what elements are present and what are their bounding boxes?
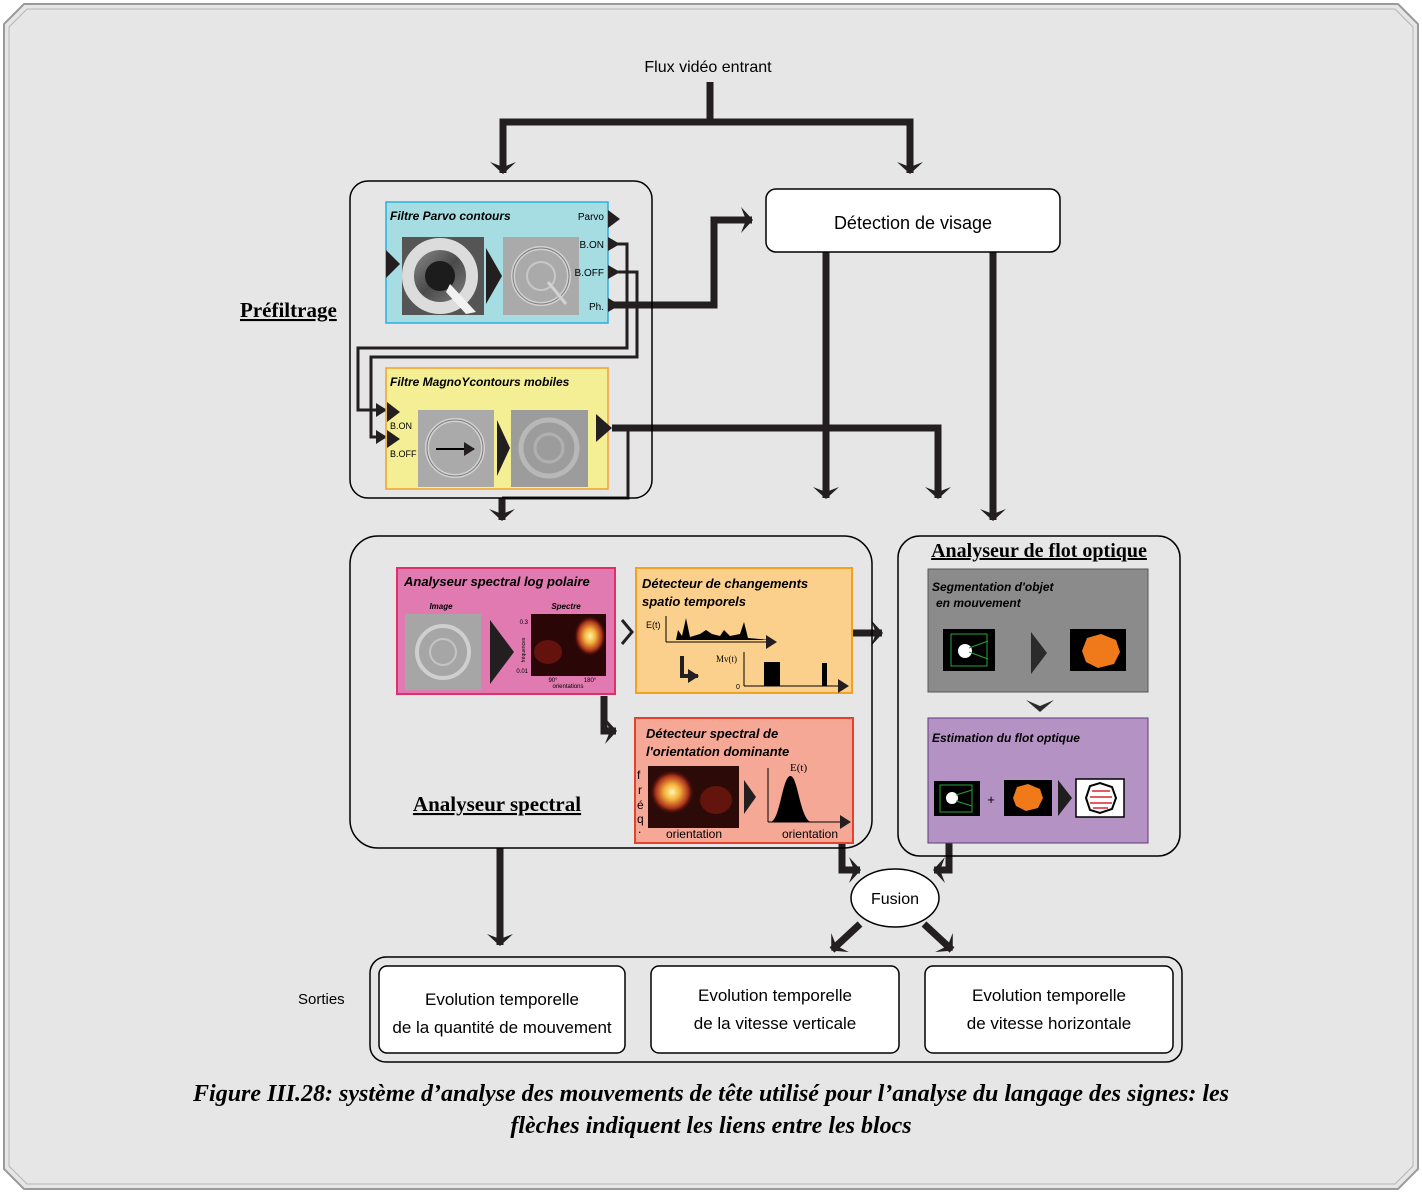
changes-energy-curve [666, 618, 770, 640]
output-box-horizontal [924, 965, 1174, 1054]
output-vertical-line2: de la vitesse verticale [694, 1014, 857, 1033]
output-horizontal-line1: Evolution temporelle [972, 986, 1126, 1005]
logpolar-y-label: fréquences [521, 637, 527, 662]
fusion-label: Fusion [871, 891, 919, 908]
spectral-analyzer-title: Analyseur spectral [413, 792, 581, 816]
arrow-fusion-to-horizontal [921, 921, 955, 953]
parvo-mid-arrow [486, 248, 502, 304]
output-box-quantity [378, 965, 626, 1054]
output-box-vertical [650, 965, 900, 1054]
flow-arrows [487, 82, 1006, 953]
changes-pulse-2 [822, 663, 827, 686]
output-vertical-line1: Evolution temporelle [698, 986, 852, 1005]
output-quantity-line2: de la quantité de mouvement [392, 1018, 612, 1037]
orientation-peak-curve [770, 775, 812, 822]
arrow-logpolar-to-orientation [600, 696, 617, 744]
magno-port-bon: B.ON [390, 421, 412, 431]
segmentation-title-2: en mouvement [936, 596, 1022, 610]
outputs-group [369, 956, 1183, 1063]
svg-text:r: r [638, 783, 642, 797]
changes-pulse-1 [764, 662, 780, 686]
logpolar-spectrum-label: Spectre [551, 602, 581, 611]
output-horizontal-line2: de vitesse horizontale [967, 1014, 1131, 1033]
svg-text:q: q [637, 812, 644, 826]
svg-text:f: f [637, 768, 641, 782]
arrow-orientation-to-fusion [838, 843, 861, 883]
parvo-port-bon: B.ON [580, 240, 604, 251]
arrow-fusion-to-vertical [829, 921, 863, 953]
orientation-y-letters: f r é q . [637, 768, 644, 836]
fusion-node [850, 868, 940, 928]
orientation-title-2: l'orientation dominante [646, 744, 789, 759]
caption-line-2: flèches indiquent les liens entre les bl… [510, 1113, 911, 1139]
orientation-title-1: Détecteur spectral de [646, 726, 778, 741]
caption-line-1: Figure III.28: système d’analyse des mou… [192, 1081, 1229, 1107]
changes-mv-label: Mv(t) [716, 654, 737, 664]
orientation-x-label-left: orientation [666, 827, 722, 841]
input-label: Flux vidéo entrant [644, 59, 772, 76]
connector-bon [356, 242, 629, 417]
face-detection-box [765, 188, 1061, 253]
arrow-input-to-face [710, 118, 923, 174]
changes-zero: 0 [736, 684, 740, 691]
face-detection-label: Détection de visage [834, 213, 992, 233]
logpolar-x-left: 90° [548, 678, 558, 684]
arrow-flow-to-fusion [933, 843, 953, 883]
logpolar-x-right: 180° [584, 678, 597, 684]
orientation-e-label: E(t) [790, 762, 807, 774]
changes-title-2: spatio temporels [642, 594, 746, 609]
output-quantity-line1: Evolution temporelle [425, 990, 579, 1009]
parvo-port-boff: B.OFF [575, 268, 604, 279]
arrow-input-to-prefilter [490, 118, 710, 174]
arrow-ph-to-face [610, 207, 753, 309]
svg-text:é: é [637, 798, 644, 812]
prefilter-group [349, 180, 653, 499]
changes-e-label: E(t) [646, 620, 661, 630]
segmentation-blob [1082, 634, 1120, 668]
logpolar-y-bottom: 0.01 [516, 669, 528, 675]
estimation-plus: + [987, 792, 995, 807]
arrow-magno-to-flow [612, 424, 951, 499]
logpolar-image-label: Image [429, 602, 453, 611]
parvo-input-arrow [386, 250, 400, 278]
spectral-analyzer-group [349, 535, 873, 849]
svg-text:.: . [638, 822, 641, 836]
parvo-filter-title: Filtre Parvo contours [390, 209, 511, 223]
optical-flow-title: Analyseur de flot optique [931, 540, 1147, 562]
connector-boff [369, 270, 639, 444]
magno-port-boff: B.OFF [390, 449, 417, 459]
parvo-port-ph: Ph. [589, 302, 604, 313]
logpolar-y-top: 0.3 [520, 620, 529, 626]
magno-filter-title: Filtre MagnoYcontours mobiles [390, 375, 570, 389]
logpolar-x-label: orientations [552, 684, 583, 690]
outputs-label: Sorties [298, 991, 345, 1008]
changes-title-1: Détecteur de changements [642, 576, 808, 591]
orientation-x-label-right: orientation [782, 827, 838, 841]
logpolar-title: Analyseur spectral log polaire [403, 574, 590, 589]
estimation-title: Estimation du flot optique [932, 731, 1080, 745]
parvo-port-parvo: Parvo [578, 212, 605, 223]
prefilter-title: Préfiltrage [240, 298, 337, 322]
optical-flow-group [897, 535, 1181, 857]
segmentation-title-1: Segmentation d'objet [932, 580, 1055, 594]
